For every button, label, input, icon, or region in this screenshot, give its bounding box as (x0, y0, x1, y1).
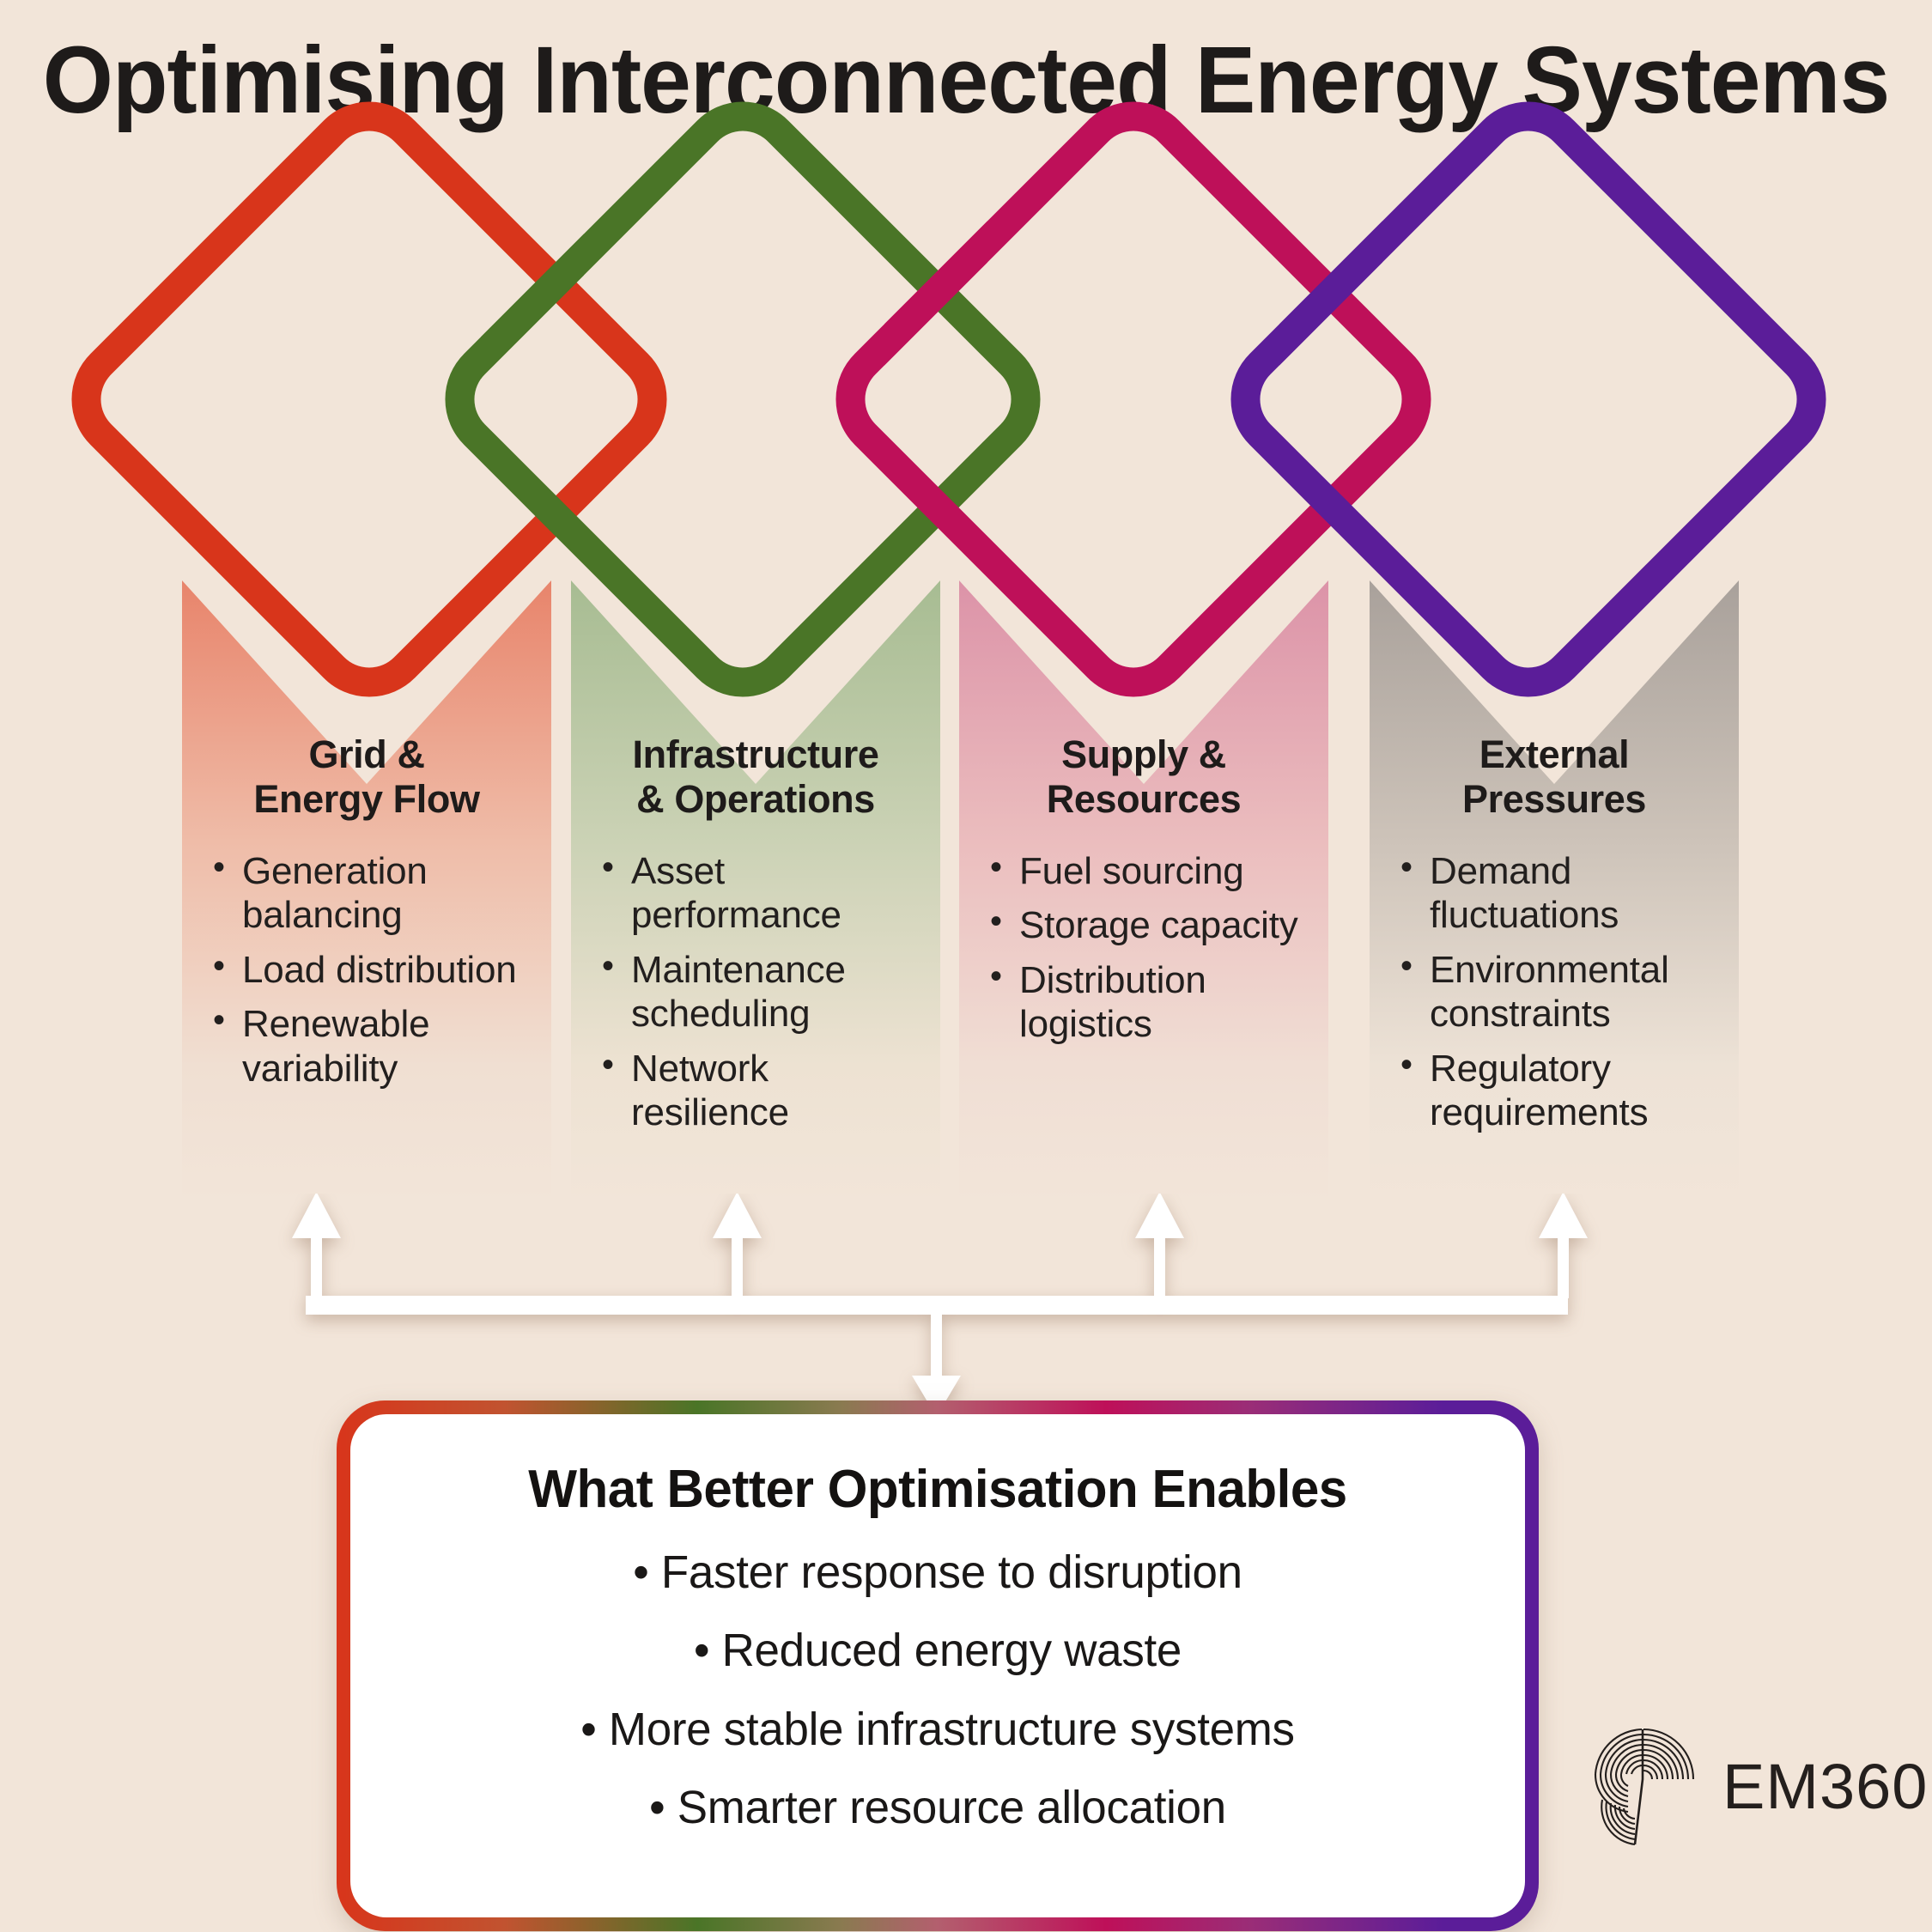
list-item: Load distribution (208, 946, 541, 992)
arrow-head-up-3 (1135, 1194, 1184, 1238)
arrow-stem-1 (311, 1228, 322, 1298)
list-item: Regulatory requirements (1395, 1045, 1728, 1135)
list-item: Environmental constraints (1395, 946, 1728, 1036)
pillar-item-list: Generation balancing Load distribution R… (208, 848, 541, 1101)
list-item: Distribution logistics (985, 957, 1318, 1047)
connector-bus (306, 1296, 1568, 1315)
panel-content: Grid & Energy Flow Generation balancing … (182, 580, 551, 1202)
em360-brain-arcs-icon (1594, 1728, 1695, 1846)
list-item: Generation balancing (208, 848, 541, 938)
list-item: Asset performance (597, 848, 930, 938)
arrow-head-up-1 (292, 1194, 341, 1238)
pillar-title: Supply & Resources (1046, 732, 1242, 822)
arrow-stem-2 (732, 1228, 743, 1298)
pillar-title: External Pressures (1461, 732, 1647, 822)
panel-content: External Pressures Demand fluctuations E… (1370, 580, 1739, 1202)
panel-content: Infrastructure & Operations Asset perfor… (571, 580, 940, 1202)
list-item: More stable infrastructure systems (410, 1704, 1467, 1754)
em360-logo: EM360 (1582, 1696, 1927, 1876)
list-item: Fuel sourcing (985, 848, 1318, 893)
arrow-stem-4 (1558, 1228, 1569, 1298)
pillar-panel-infrastructure-operations: Infrastructure & Operations Asset perfor… (571, 580, 940, 1202)
outcome-card: What Better Optimisation Enables Faster … (350, 1414, 1525, 1917)
pillar-title: Infrastructure & Operations (632, 732, 879, 822)
outcome-list: Faster response to disruption Reduced en… (398, 1547, 1477, 1833)
arrow-head-down (912, 1376, 961, 1417)
list-item: Renewable variability (208, 1000, 541, 1091)
arrow-stem-3 (1154, 1228, 1165, 1298)
outcome-title: What Better Optimisation Enables (528, 1460, 1347, 1519)
outcome-card-border: What Better Optimisation Enables Faster … (337, 1400, 1539, 1931)
em360-wordmark: EM360 (1722, 1750, 1929, 1822)
connector-arrows (292, 1194, 1588, 1417)
pillar-panel-supply-resources: Supply & Resources Fuel sourcing Storage… (959, 580, 1328, 1202)
list-item: Network resilience (597, 1045, 930, 1135)
list-item: Faster response to disruption (410, 1547, 1467, 1598)
arrow-stem-down (931, 1310, 942, 1391)
page-title: Optimising Interconnected Energy Systems (42, 27, 1890, 133)
pillar-title: Grid & Energy Flow (253, 732, 480, 822)
pillar-item-list: Fuel sourcing Storage capacity Distribut… (985, 848, 1318, 1057)
pillar-item-list: Demand fluctuations Environmental constr… (1395, 848, 1728, 1145)
list-item: Smarter resource allocation (410, 1783, 1467, 1833)
pillar-panel-external-pressures: External Pressures Demand fluctuations E… (1370, 580, 1739, 1202)
panel-content: Supply & Resources Fuel sourcing Storage… (959, 580, 1328, 1202)
list-item: Maintenance scheduling (597, 946, 930, 1036)
arrow-head-up-4 (1539, 1194, 1588, 1238)
list-item: Demand fluctuations (1395, 848, 1728, 938)
pillar-item-list: Asset performance Maintenance scheduling… (597, 848, 930, 1145)
list-item: Storage capacity (985, 902, 1318, 947)
arrow-head-up-2 (713, 1194, 762, 1238)
list-item: Reduced energy waste (410, 1625, 1467, 1676)
pillar-panel-grid-energy-flow: Grid & Energy Flow Generation balancing … (182, 580, 551, 1202)
